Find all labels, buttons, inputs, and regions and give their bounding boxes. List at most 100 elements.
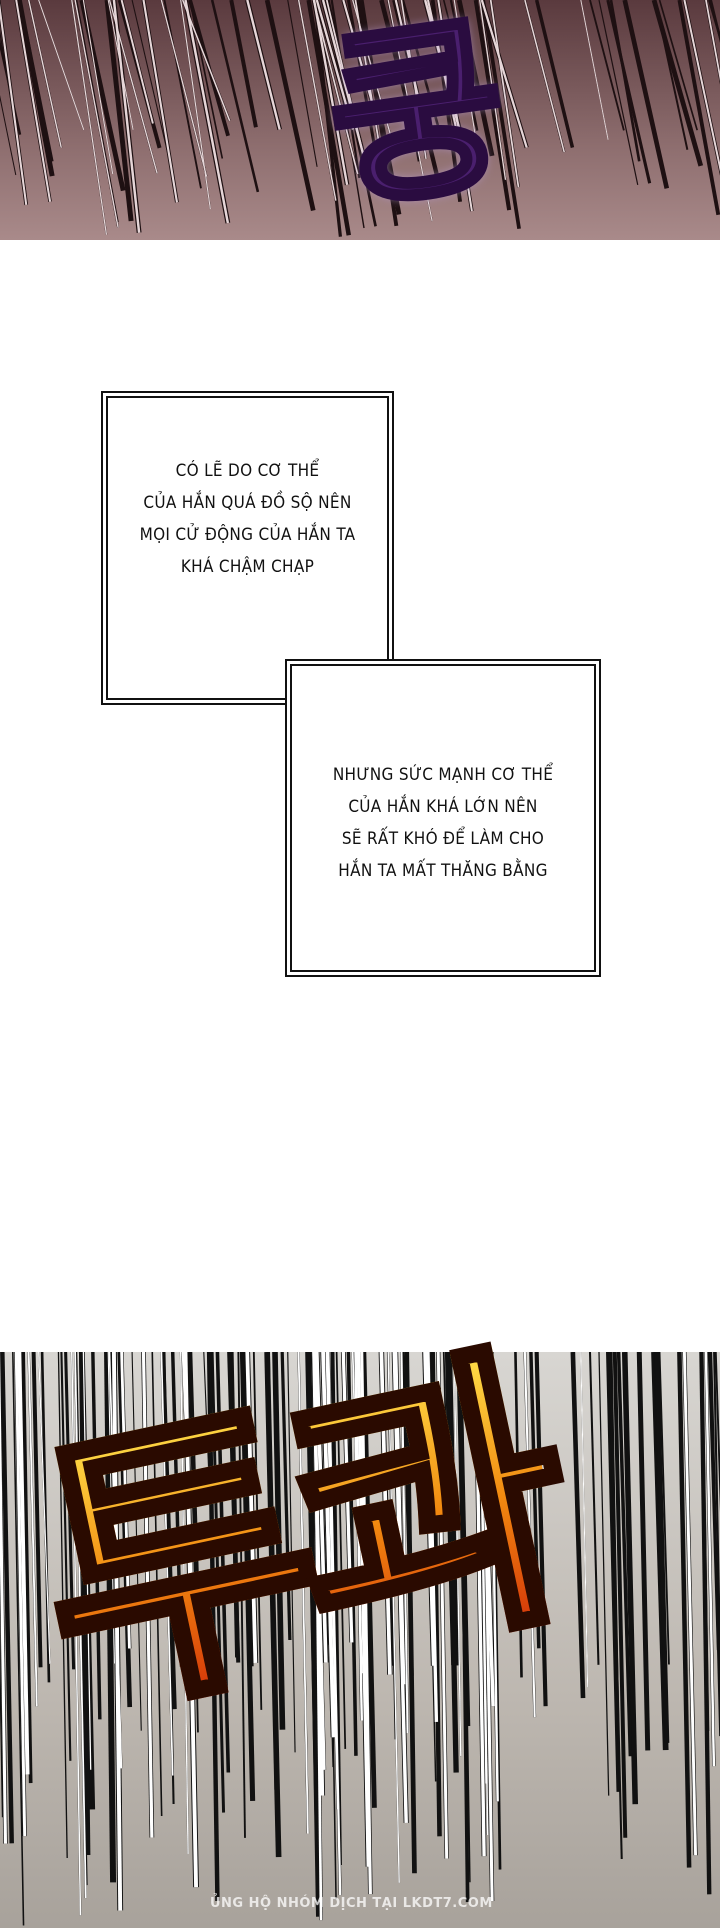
speed-line [321, 0, 366, 161]
speed-line [478, 1352, 487, 1784]
speed-line [180, 0, 211, 210]
speed-line [683, 0, 720, 172]
speed-line [108, 1352, 123, 1769]
speed-line [131, 1352, 142, 1731]
speed-line [305, 1352, 317, 1861]
speed-line [160, 1352, 174, 1776]
speed-line [458, 1352, 470, 1903]
speed-line [189, 0, 224, 159]
speed-line [78, 1352, 91, 1856]
speed-line [64, 1352, 76, 1670]
speed-line [354, 0, 382, 154]
speed-line [598, 0, 639, 185]
speed-line [456, 0, 495, 157]
caption-line: CỦA HẮN QUÁ ĐỒ SỘ NÊN [143, 493, 352, 513]
speed-line [38, 1352, 51, 1664]
speed-line [160, 1352, 177, 1710]
speed-line [658, 0, 698, 131]
speed-line [82, 1352, 92, 1770]
speed-line [481, 0, 521, 230]
speed-line [387, 0, 433, 222]
speed-line [210, 1352, 226, 1813]
speed-line [0, 1352, 8, 1844]
speed-line [38, 0, 85, 131]
speed-line [400, 1352, 409, 1734]
speed-line [71, 0, 108, 235]
speed-line [423, 0, 461, 132]
speed-line [489, 1352, 499, 1802]
speed-line [108, 0, 158, 174]
speed-line [677, 1352, 692, 1868]
speed-line [120, 1352, 131, 1649]
speed-line [354, 1352, 363, 1721]
speed-line [360, 1352, 372, 1895]
speed-line [252, 1352, 263, 1710]
caption-line: NHƯNG SỨC MẠNH CƠ THỂ [332, 765, 554, 785]
speed-line [160, 0, 208, 177]
speed-line [359, 0, 399, 227]
speed-line [27, 1352, 38, 1707]
speed-line [436, 1352, 449, 1859]
speed-line [654, 0, 689, 150]
speed-line [31, 1352, 43, 1668]
speed-line [312, 0, 359, 175]
caption-line: CÓ LẼ DO CƠ THỂ [175, 461, 320, 481]
speed-line [478, 0, 507, 180]
speed-line [449, 1352, 459, 1666]
speed-line [131, 0, 170, 158]
speed-line [379, 1352, 392, 1675]
speed-line [430, 1352, 442, 1837]
speed-line [476, 1352, 485, 1646]
speed-line [287, 1352, 296, 1753]
speed-line [356, 1352, 371, 1867]
speed-line [104, 0, 134, 222]
speed-line [654, 1352, 670, 1743]
speed-line [474, 1352, 486, 1857]
top-comic-panel [0, 0, 720, 240]
speed-line [709, 1352, 720, 1737]
speed-line [107, 1352, 115, 1664]
speed-line [392, 1352, 408, 1823]
speed-line [580, 0, 609, 140]
speed-line [312, 0, 349, 185]
speed-line [0, 3, 28, 205]
speed-line [332, 1352, 342, 1866]
speed-line [57, 1352, 68, 1859]
speed-line [170, 1352, 184, 1667]
speed-line [179, 1352, 189, 1855]
watermark: ỦNG HỘ NHÓM DỊCH TẠI LKDT7.COM [210, 1896, 493, 1911]
speed-line [346, 1352, 358, 1756]
speed-line [589, 0, 625, 131]
speed-line [473, 0, 512, 211]
speed-line [112, 0, 141, 233]
speed-line [16, 0, 54, 163]
speed-line [297, 0, 337, 201]
speed-line [612, 1352, 628, 1838]
speed-line [709, 0, 720, 43]
speed-line [341, 1352, 354, 1643]
speed-line [430, 0, 463, 203]
speed-line [700, 1352, 710, 1731]
speed-line [616, 1352, 633, 1757]
speed-line [606, 0, 652, 184]
speed-line [342, 0, 379, 122]
speed-line [404, 1352, 417, 1874]
speed-line [489, 0, 520, 188]
speed-line [245, 1352, 258, 1663]
speed-line [335, 1352, 347, 1749]
speed-line [151, 1352, 163, 1816]
speed-line [524, 0, 565, 153]
speed-line [187, 1352, 202, 1679]
speed-line [237, 1352, 246, 1838]
speed-line [444, 1352, 459, 1773]
speed-line [622, 0, 670, 189]
speed-line [12, 1352, 25, 1926]
speed-line [437, 0, 473, 212]
speed-line [272, 1352, 286, 1730]
speed-line [141, 1352, 154, 1838]
speed-line [142, 0, 179, 203]
speed-line [514, 1352, 523, 1678]
caption-line: SẼ RẤT KHÓ ĐỂ LÀM CHO [341, 829, 545, 849]
speed-line [346, 0, 380, 169]
speed-line [490, 1352, 502, 1870]
